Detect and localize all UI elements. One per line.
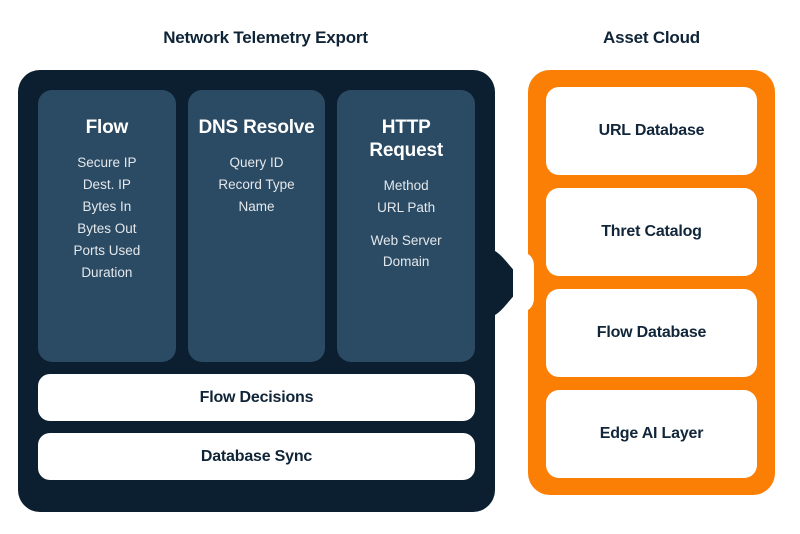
telemetry-card-dns-resolve[interactable]: DNS Resolve Query ID Record Type Name — [187, 90, 326, 362]
telemetry-item: Ports Used — [73, 242, 141, 258]
telemetry-panel: Flow Secure IP Dest. IP Bytes In Bytes O… — [18, 70, 513, 512]
database-sync-bar[interactable]: Database Sync — [38, 433, 475, 480]
telemetry-card-http-request[interactable]: HTTP Request Method URL Path Web Server … — [337, 90, 476, 362]
asset-panel-title: Asset Cloud — [603, 28, 700, 47]
telemetry-item: Web Server Domain — [370, 233, 442, 270]
telemetry-item: Bytes In — [82, 199, 132, 215]
telemetry-card-http-request-items: Method URL Path Web Server Domain — [371, 176, 442, 273]
telemetry-card-flow[interactable]: Flow Secure IP Dest. IP Bytes In Bytes O… — [38, 90, 176, 362]
telemetry-item: Method — [383, 178, 429, 194]
telemetry-card-dns-resolve-title: DNS Resolve — [198, 117, 315, 138]
telemetry-item: Name — [238, 199, 275, 215]
asset-cloud-panel-content: URL Database Thret Catalog Flow Database… — [528, 70, 775, 495]
telemetry-panel-content: Flow Secure IP Dest. IP Bytes In Bytes O… — [18, 70, 495, 512]
telemetry-item: Query ID — [229, 155, 284, 171]
telemetry-item: URL Path — [377, 200, 436, 216]
telemetry-panel-title: Network Telemetry Export — [163, 28, 368, 47]
telemetry-card-flow-items: Secure IP Dest. IP Bytes In Bytes Out Po… — [73, 153, 140, 284]
flow-decisions-bar[interactable]: Flow Decisions — [38, 374, 475, 421]
telemetry-card-http-request-title: HTTP Request — [369, 117, 443, 162]
asset-card-flow-database[interactable]: Flow Database — [546, 289, 757, 377]
asset-card-thret-catalog[interactable]: Thret Catalog — [546, 188, 757, 276]
telemetry-item: Duration — [81, 264, 133, 280]
telemetry-item: Dest. IP — [82, 177, 131, 193]
telemetry-columns: Flow Secure IP Dest. IP Bytes In Bytes O… — [38, 90, 476, 362]
telemetry-item: Record Type — [218, 177, 295, 193]
asset-cloud-panel-shape — [528, 70, 775, 495]
telemetry-item: Bytes Out — [77, 220, 137, 236]
telemetry-card-dns-resolve-items: Query ID Record Type Name — [218, 153, 294, 218]
asset-card-edge-ai-layer[interactable]: Edge AI Layer — [546, 390, 757, 478]
telemetry-item: Secure IP — [77, 155, 137, 171]
asset-cloud-panel: URL Database Thret Catalog Flow Database… — [528, 70, 775, 495]
asset-card-url-database[interactable]: URL Database — [546, 87, 757, 175]
telemetry-card-flow-title: Flow — [85, 117, 129, 138]
